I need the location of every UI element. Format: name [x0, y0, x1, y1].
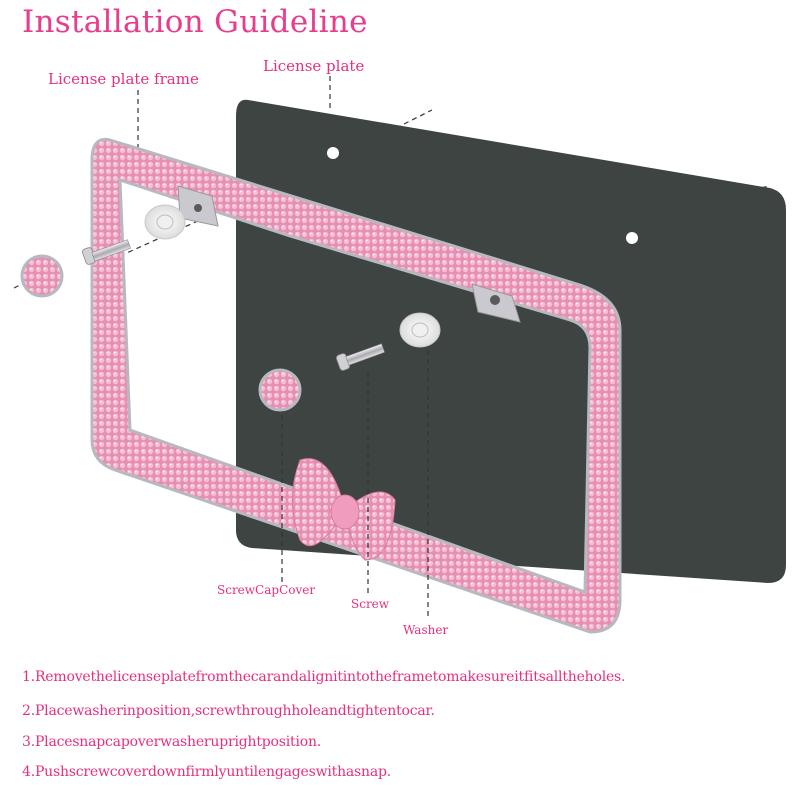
plate-hole-top-left — [327, 147, 339, 159]
label-screw: Screw — [351, 597, 390, 611]
label-screw-cap-cover: ScrewCapCover — [217, 583, 316, 597]
label-license-plate-frame: License plate frame — [48, 70, 199, 88]
right-washer — [399, 312, 441, 348]
step-1: 1.Removethelicenseplatefromthecarandalig… — [22, 669, 626, 685]
step-3: 3.Placesnapcapoverwasheruprightposition. — [22, 734, 322, 750]
label-license-plate: License plate — [263, 57, 365, 75]
left-cap-cover — [20, 254, 64, 298]
plate-hole-top-right — [626, 232, 638, 244]
right-cap-cover — [258, 368, 302, 412]
step-2: 2.Placewasherinposition,screwthroughhole… — [22, 703, 435, 719]
license-plate-frame — [90, 137, 622, 634]
bow-decoration — [292, 458, 396, 561]
left-hardware — [20, 204, 186, 298]
left-screw — [82, 239, 131, 265]
step-4: 4.Pushscrewcoverdownfirmlyuntilengageswi… — [22, 764, 392, 780]
label-washer: Washer — [403, 623, 449, 637]
right-hardware — [258, 312, 441, 412]
installation-diagram — [13, 76, 786, 634]
right-screw — [336, 343, 385, 371]
page-title: Installation Guideline — [22, 4, 368, 40]
left-washer — [144, 204, 186, 240]
